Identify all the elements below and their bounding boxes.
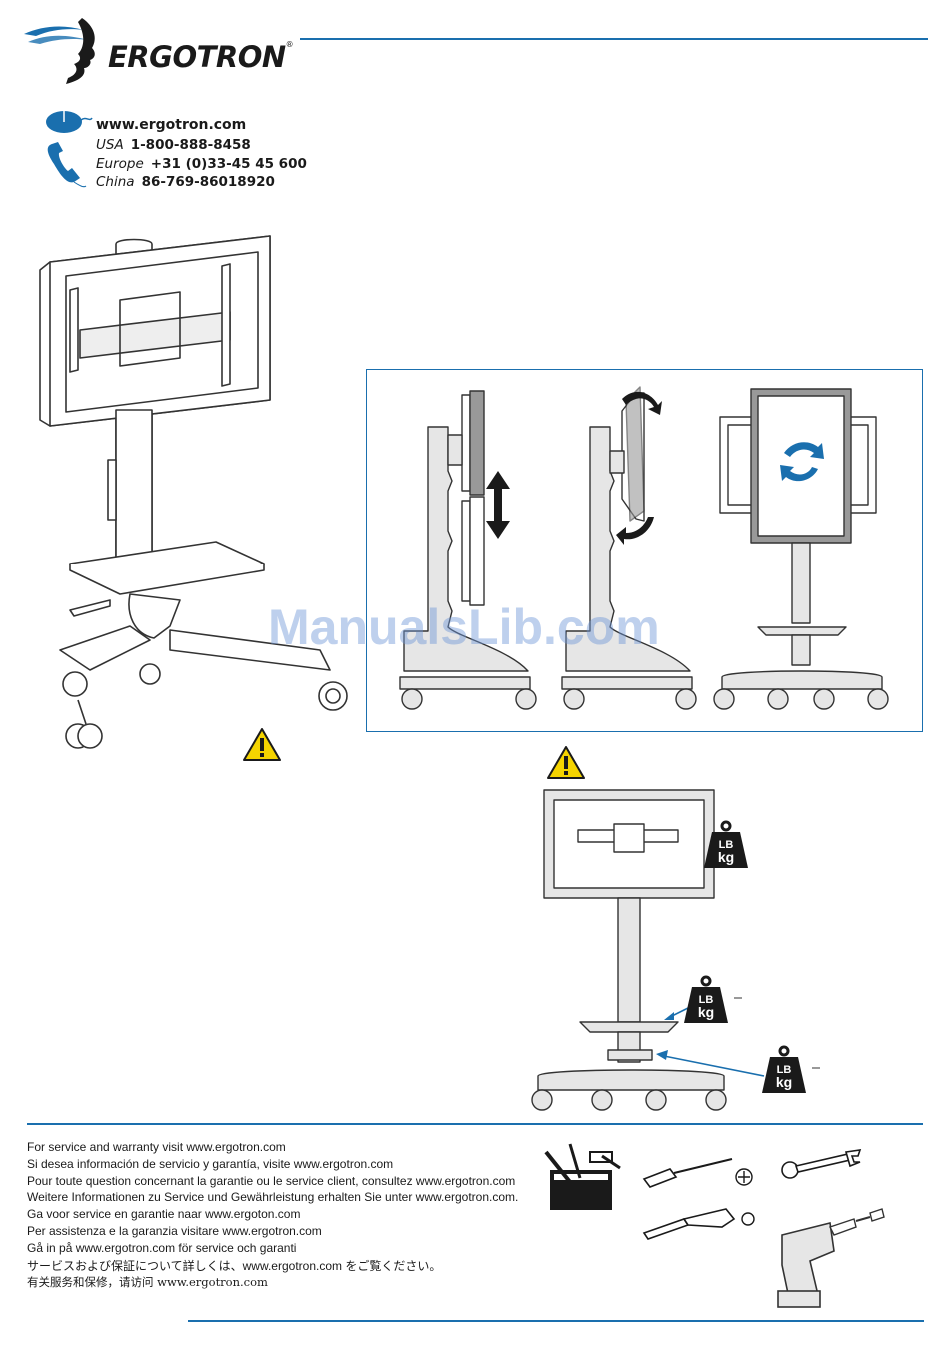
weight-lb-label: LB bbox=[699, 994, 714, 1006]
adjustment-illustrations bbox=[399, 386, 889, 710]
weight-lb-label: LB bbox=[777, 1064, 792, 1076]
weight-capacity-diagram bbox=[531, 789, 820, 1111]
combination-wrench-icon bbox=[781, 1149, 862, 1179]
weight-icon-display: LB kg bbox=[704, 820, 748, 868]
toolbox-icon bbox=[544, 1143, 621, 1210]
phone-icon bbox=[47, 142, 87, 188]
service-line-de: Weitere Informationen zu Service und Gew… bbox=[27, 1190, 519, 1204]
warning-icon-2 bbox=[547, 746, 585, 779]
footer-top-rule bbox=[27, 1123, 923, 1125]
service-line-sv: Gå in på www.ergotron.com för service oc… bbox=[27, 1241, 297, 1255]
service-line-zh: 有关服务和保修，请访问 www.ergotron.com bbox=[27, 1275, 268, 1289]
weight-kg-label: kg bbox=[718, 849, 734, 865]
weight-kg-label: kg bbox=[698, 1004, 714, 1020]
phone-europe: Europe+31 (0)33-45 45 600 bbox=[96, 156, 307, 172]
header-rule bbox=[300, 38, 928, 40]
watermark: ManualsLib.com bbox=[268, 599, 660, 655]
website-link[interactable]: www.ergotron.com bbox=[96, 117, 247, 133]
service-line-it: Per assistenza e la garanzia visitare ww… bbox=[27, 1224, 322, 1238]
socket-wrench-icon bbox=[642, 1208, 755, 1240]
weight-icon-base: LB kg bbox=[762, 1045, 806, 1093]
power-drill-icon bbox=[777, 1208, 885, 1308]
service-line-en: For service and warranty visit www.ergot… bbox=[27, 1140, 286, 1154]
mouse-icon bbox=[46, 111, 93, 133]
service-line-nl: Ga voor service en garantie naar www.erg… bbox=[27, 1207, 301, 1221]
screwdriver-phillips-icon bbox=[642, 1158, 753, 1188]
adjustment-panel bbox=[366, 369, 923, 732]
service-line-fr: Pour toute question concernant la garant… bbox=[27, 1174, 516, 1188]
brand-name: ERGOTRON® bbox=[108, 40, 294, 74]
weight-icon-shelf: LB kg bbox=[684, 975, 728, 1023]
footer-bottom-rule bbox=[188, 1320, 924, 1322]
service-line-es: Si desea información de servicio y garan… bbox=[27, 1157, 394, 1171]
warning-icon bbox=[243, 728, 281, 761]
ergotron-logo-icon bbox=[24, 18, 95, 84]
service-line-ja: サービスおよび保証について詳しくは、www.ergotron.com をご覧くだ… bbox=[27, 1259, 442, 1273]
weight-kg-label: kg bbox=[776, 1074, 792, 1090]
weight-lb-label: LB bbox=[719, 839, 734, 851]
cart-illustration bbox=[39, 235, 348, 749]
